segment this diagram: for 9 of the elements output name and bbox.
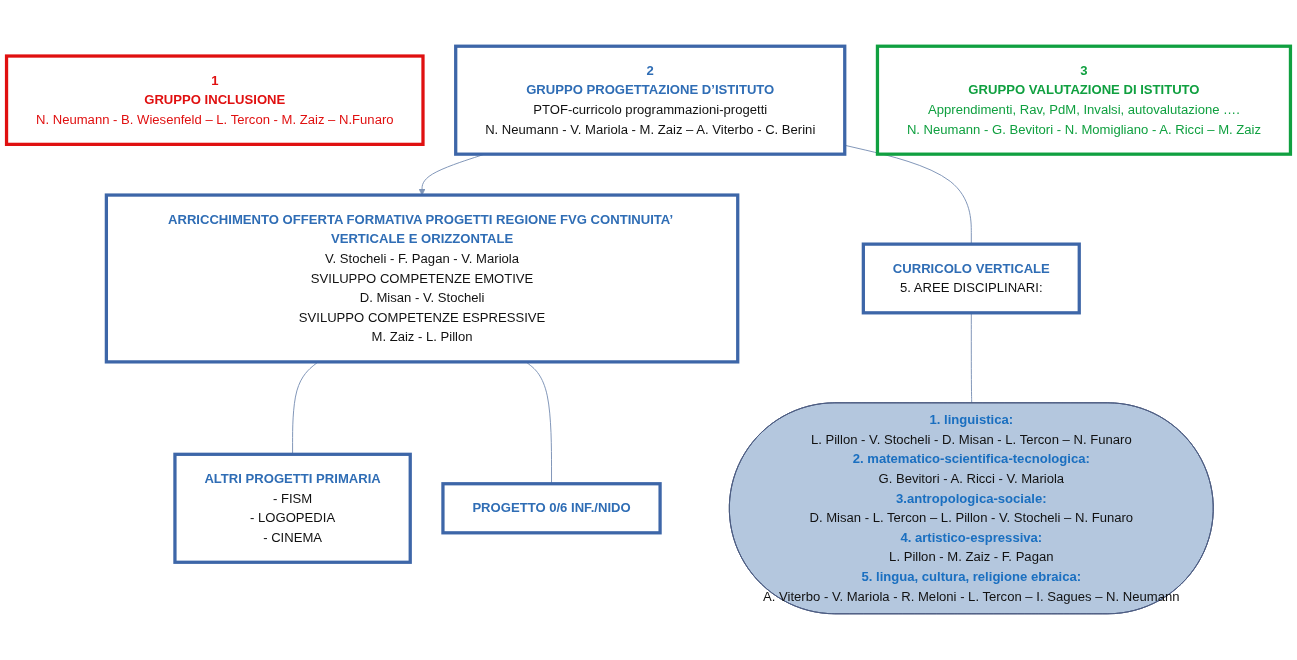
node-box <box>861 242 1081 315</box>
node-box <box>4 54 425 146</box>
connector <box>292 361 319 455</box>
node-box <box>875 44 1293 156</box>
node-box <box>104 193 740 364</box>
node-box <box>173 452 412 564</box>
connector <box>970 312 973 404</box>
node-box <box>454 44 847 156</box>
node-box <box>441 482 662 535</box>
